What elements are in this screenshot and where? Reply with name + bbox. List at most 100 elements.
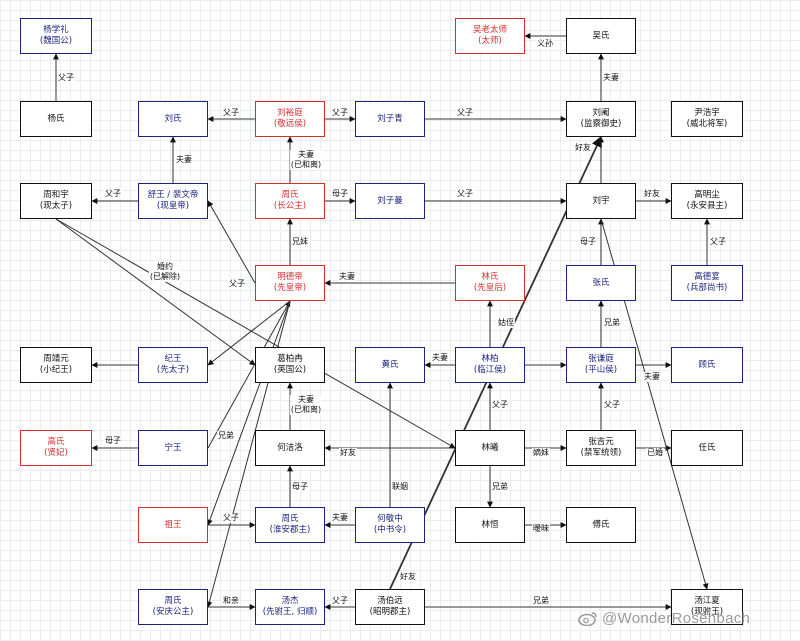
edge-label: 父子 xyxy=(603,400,621,410)
person-title: (监察御史) xyxy=(580,119,622,129)
person-title: (先驸王, 归顺) xyxy=(262,607,318,617)
person-node-ning-wang[interactable]: 宁王 xyxy=(138,430,208,466)
person-node-ge-bairan[interactable]: 葛柏冉(英国公) xyxy=(255,347,325,383)
person-node-lin-shi[interactable]: 林氏(先皇后) xyxy=(455,265,525,301)
person-node-ji-wang[interactable]: 纪王(先太子) xyxy=(138,347,208,383)
person-node-zhang-shi[interactable]: 张氏 xyxy=(566,265,636,301)
person-node-wu-laotaishi[interactable]: 吴老太师(太师) xyxy=(455,18,525,54)
edge-label: 暧昧 xyxy=(532,524,550,534)
edge-label: 夫妻 xyxy=(175,155,193,165)
person-node-zhou-jingyuan[interactable]: 周靖元(小纪王) xyxy=(20,347,92,383)
edge-label: 兄弟 xyxy=(532,596,550,606)
edge-label: 已婚 xyxy=(646,448,664,458)
edge-label: 和亲 xyxy=(222,596,240,606)
person-name: 黄氏 xyxy=(381,359,399,370)
edge-label: 夫妻 xyxy=(338,272,356,282)
edge-label: 父子 xyxy=(228,279,246,289)
person-title: (昭明郡主) xyxy=(369,607,411,617)
edge-label: 好友 xyxy=(574,143,592,153)
person-node-liu-ziman[interactable]: 刘子曼 xyxy=(355,183,425,219)
person-node-zhang-qianting[interactable]: 张谦庭(平山侯) xyxy=(566,347,636,383)
edge-label: 父子 xyxy=(222,108,240,118)
person-name: 汤江夏 xyxy=(694,596,720,606)
person-node-tang-jiangxia[interactable]: 汤江夏(现驸王) xyxy=(671,589,743,625)
person-node-zhang-jiyuan[interactable]: 张吉元(禁军统领) xyxy=(566,430,636,466)
edge-label: 母子 xyxy=(579,237,597,247)
edge-label: 好友 xyxy=(339,448,357,458)
person-name: 杨氏 xyxy=(47,113,65,124)
person-name: 周靖元 xyxy=(43,354,69,364)
edge-label: 义孙 xyxy=(536,39,554,49)
person-title: (安庆公主) xyxy=(152,607,194,617)
relationship-edge xyxy=(207,300,291,449)
person-node-zu-wang[interactable]: 祖王 xyxy=(138,507,208,543)
person-title: (临江侯) xyxy=(473,365,507,375)
edge-label: 联姻 xyxy=(391,482,409,492)
edge-label: 兄弟 xyxy=(217,431,235,441)
person-node-he-jingzhong[interactable]: 何敬中(中书令) xyxy=(355,507,425,543)
person-node-huang-shi[interactable]: 黄氏 xyxy=(355,347,425,383)
person-name: 吴老太师 xyxy=(472,25,507,35)
person-node-liu-yu[interactable]: 刘宇 xyxy=(566,183,636,219)
person-node-liu-ziqing[interactable]: 刘子青 xyxy=(355,101,425,137)
person-node-liu-she[interactable]: 刘阇(监察御史) xyxy=(566,101,636,137)
person-name: 林恒 xyxy=(481,519,499,530)
person-node-zhou-shi-ch[interactable]: 周氏(长公主) xyxy=(255,183,325,219)
person-node-shu-wang[interactable]: 舒王 / 裴文帝(现皇帝) xyxy=(138,183,208,219)
person-node-gu-shi[interactable]: 顾氏 xyxy=(671,347,743,383)
edge-label: 兄弟 xyxy=(603,318,621,328)
person-name: 高氏 xyxy=(47,437,65,447)
person-title: (现皇帝) xyxy=(156,201,190,211)
person-node-tang-jie[interactable]: 汤杰(先驸王, 归顺) xyxy=(255,589,325,625)
person-title: (先太子) xyxy=(156,365,190,375)
relationship-edge xyxy=(207,300,291,366)
person-name: 林柏 xyxy=(481,354,499,364)
person-title: (中书令) xyxy=(373,525,407,535)
person-node-ren-shi[interactable]: 任氏 xyxy=(671,430,743,466)
person-name: 刘裕庭 xyxy=(277,108,303,118)
person-node-yang-shi[interactable]: 杨氏 xyxy=(20,101,92,137)
person-node-zhou-shi-aq[interactable]: 周氏(安庆公主) xyxy=(138,589,208,625)
person-node-wu-shi[interactable]: 吴氏 xyxy=(566,18,636,54)
person-name: 祖王 xyxy=(164,519,182,530)
person-node-lin-bai[interactable]: 林柏(临江侯) xyxy=(455,347,525,383)
edge-label: 夫妻 xyxy=(602,73,620,83)
person-name: 何敬中 xyxy=(377,514,403,524)
person-node-liu-shi[interactable]: 刘氏 xyxy=(138,101,208,137)
person-node-he-jieluo[interactable]: 何洁洛 xyxy=(255,430,325,466)
person-node-ming-dedi[interactable]: 明德帝(先皇帝) xyxy=(255,265,325,301)
person-node-zhou-shi-ha[interactable]: 周氏(淮安郡主) xyxy=(255,507,325,543)
weibo-logo-icon xyxy=(578,611,598,627)
person-name: 高明尘 xyxy=(694,190,720,200)
person-node-gao-mingchen[interactable]: 高明尘(永安县主) xyxy=(671,183,743,219)
person-title: (现太子) xyxy=(39,201,73,211)
person-title: (长公主) xyxy=(273,201,307,211)
relationship-edge xyxy=(55,218,256,366)
edge-label: 夫妻(已和离) xyxy=(289,150,323,170)
person-node-liu-yuting[interactable]: 刘裕庭(敬远侯) xyxy=(255,101,325,137)
person-node-lin-xi[interactable]: 林曦 xyxy=(455,430,525,466)
person-name: 周氏 xyxy=(164,596,182,606)
person-title: (威北将军) xyxy=(686,119,728,129)
person-node-gao-shi[interactable]: 高氏(贤妃) xyxy=(20,430,92,466)
person-name: 张氏 xyxy=(592,277,610,288)
person-node-tang-boyuan[interactable]: 汤伯远(昭明郡主) xyxy=(355,589,425,625)
edge-label: 父子 xyxy=(491,400,509,410)
person-name: 吴氏 xyxy=(592,30,610,41)
person-node-yang-xueli[interactable]: 杨学礼(魏国公) xyxy=(20,18,92,54)
person-node-fu-shi[interactable]: 傅氏 xyxy=(566,507,636,543)
person-name: 何洁洛 xyxy=(277,442,303,453)
edge-label: 婚约(已解除) xyxy=(148,262,182,282)
person-node-lin-heng[interactable]: 林恒 xyxy=(455,507,525,543)
person-node-gao-deyan[interactable]: 高德宴(兵部尚书) xyxy=(671,265,743,301)
person-node-zhou-heyu[interactable]: 周和宇(现太子) xyxy=(20,183,92,219)
edge-label: 父子 xyxy=(456,108,474,118)
edge-label: 父子 xyxy=(222,513,240,523)
person-title: (永安县主) xyxy=(686,201,728,211)
edge-label: 夫妻 xyxy=(331,513,349,523)
edge-label: 好友 xyxy=(399,572,417,582)
person-name: 周氏 xyxy=(281,514,299,524)
person-node-yin-haoyu[interactable]: 尹浩宇(威北将军) xyxy=(671,101,743,137)
person-name: 周氏 xyxy=(281,190,299,200)
